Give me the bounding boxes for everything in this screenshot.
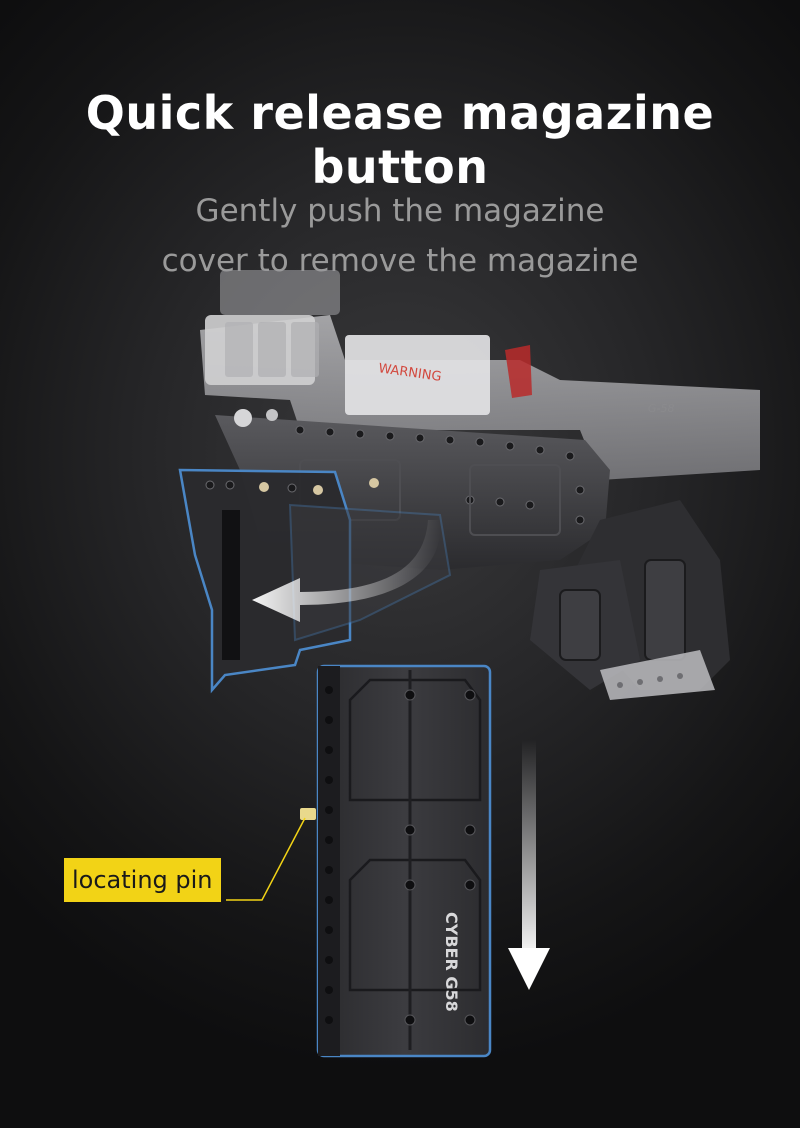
release-arrow [252,520,441,622]
magazine-mark: CYBER G58 [442,912,461,1012]
blaster-body: WARNING G-58 [200,270,760,700]
magazine-cover [178,468,452,694]
warning-panel [345,335,490,415]
magazine: CYBER G58 [300,664,492,1058]
red-bracket [505,345,532,398]
bolt-knob [234,409,252,427]
rear-sight-blocks [225,322,319,377]
subtitle-line-1: Gently push the magazine [195,193,605,229]
callout-leader [226,817,306,901]
model-mark: G-58 [648,402,675,415]
technic-holes [295,425,585,525]
page-title: Quick release magazine button [85,86,715,194]
locating-pin-callout: locating pin [64,858,221,902]
down-arrow [508,740,550,990]
locating-pin [300,808,316,820]
trigger-guard [600,650,715,700]
